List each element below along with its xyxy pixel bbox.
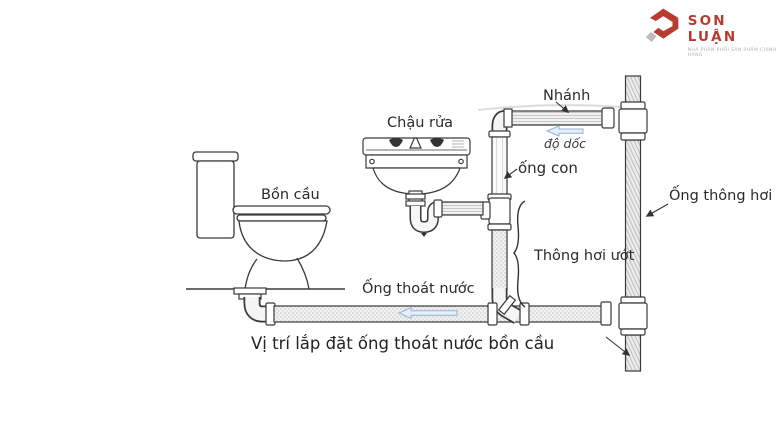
faucet-handle-left bbox=[389, 138, 403, 147]
stack-upper-tee-fitting bbox=[618, 101, 648, 141]
drain-flow-arrow-icon bbox=[397, 306, 458, 320]
sink-label: Chậu rửa bbox=[387, 115, 454, 131]
caption: Vị trí lắp đặt ống thoát nước bồn cầu bbox=[251, 334, 555, 353]
ceiling-line bbox=[477, 104, 623, 111]
toilet-drawing bbox=[192, 151, 331, 290]
drain-pipe-label: Ống thoát nước bbox=[362, 281, 475, 297]
vent-pipe-label: Ống thông hơi bbox=[669, 188, 773, 204]
sink-apron bbox=[365, 154, 468, 169]
toilet-seat-lid bbox=[232, 205, 331, 215]
wet-vent-label: Thông hơi ướt bbox=[534, 248, 635, 264]
small-connector-pipe bbox=[480, 136, 512, 231]
sink-drain-horizontal-pipe bbox=[440, 201, 484, 216]
brand-logo: SON LUẬN NHÀ PHÂN PHỐI SẢN PHẨM CHÍNH HÃ… bbox=[645, 4, 780, 58]
faucet-handle-right bbox=[430, 138, 444, 147]
wet-vent-pipe bbox=[491, 229, 508, 291]
slope-label: độ dốc bbox=[544, 136, 587, 151]
brand-logo-icon bbox=[645, 8, 679, 43]
stack-lower-tee-fitting bbox=[618, 296, 648, 336]
trap-cleanout-nub bbox=[421, 233, 427, 237]
branch-pipe bbox=[488, 107, 615, 138]
branch-leader-arrow bbox=[555, 101, 570, 113]
small-pipe-leader-arrow bbox=[503, 168, 518, 179]
toilet-seat bbox=[236, 214, 327, 222]
small-pipe-label: ống con bbox=[518, 159, 578, 177]
brand-tagline: NHÀ PHÂN PHỐI SẢN PHẨM CHÍNH HÃNG bbox=[687, 48, 777, 58]
slope-arrow-icon bbox=[545, 125, 584, 137]
wet-vent-brace bbox=[513, 200, 526, 308]
brand-name: SON LUẬN bbox=[687, 13, 738, 45]
toilet-flange bbox=[233, 287, 267, 295]
sink-drain-tee-fitting bbox=[480, 193, 512, 231]
stack-downflow-arrow bbox=[605, 336, 631, 356]
vent-pipe-leader-arrow bbox=[645, 203, 669, 217]
toilet-tank-lid bbox=[192, 151, 239, 162]
toilet-pedestal-front bbox=[296, 257, 310, 290]
toilet-pedestal-rear bbox=[244, 258, 258, 290]
sink-bowl bbox=[372, 167, 461, 195]
sink-screw-left bbox=[369, 158, 375, 165]
faucet-spout bbox=[409, 137, 422, 149]
branch-label: Nhánh bbox=[543, 88, 591, 104]
sink-drawing bbox=[362, 137, 484, 237]
toilet-label: Bồn cầu bbox=[261, 187, 320, 203]
sink-screw-right bbox=[458, 158, 464, 165]
drain-pipe bbox=[233, 287, 612, 326]
vent-stack-pipe bbox=[618, 75, 648, 372]
toilet-tank bbox=[196, 160, 235, 239]
toilet-bowl bbox=[238, 220, 328, 262]
